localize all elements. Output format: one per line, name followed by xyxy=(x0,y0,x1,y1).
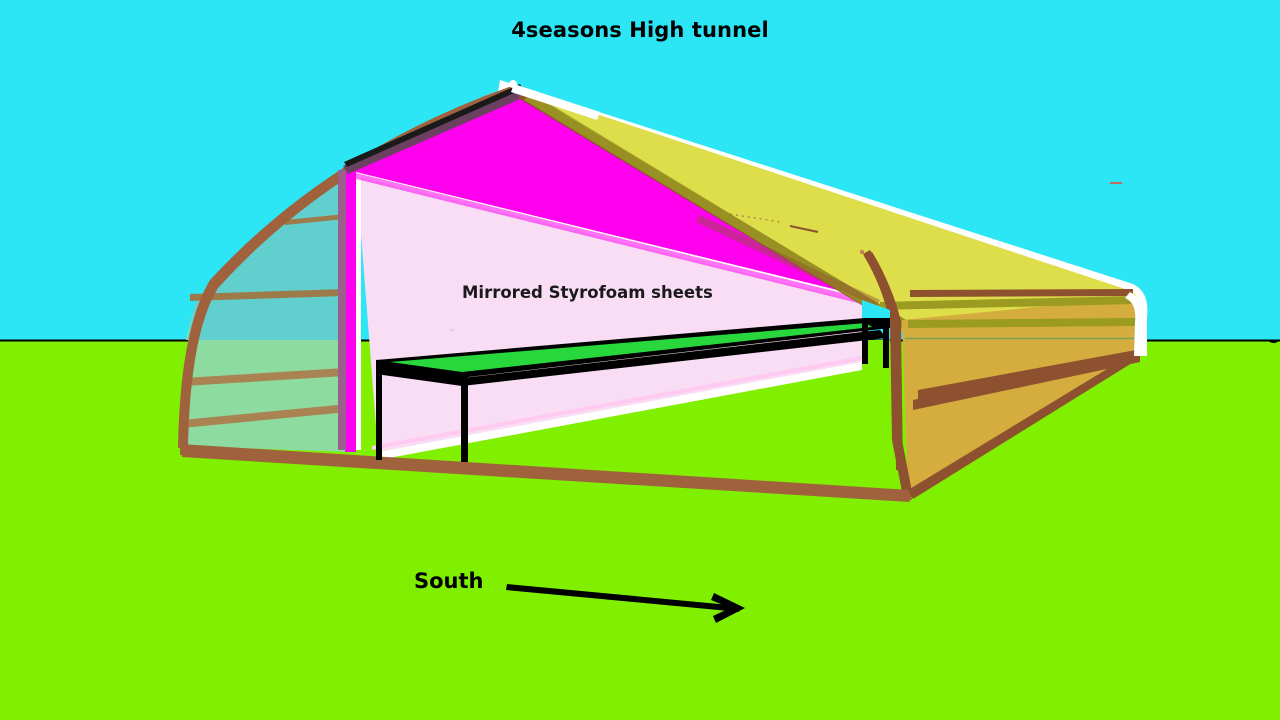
bench-top-surface xyxy=(390,323,872,372)
rafter-ridge-right-olive xyxy=(524,92,912,331)
ridge-beam-left xyxy=(343,88,527,174)
ceiling-bottom-edge xyxy=(352,172,862,304)
bench-leg-front-right xyxy=(461,376,468,462)
panel-left-edge-plum xyxy=(338,170,346,450)
direction-label-south: South xyxy=(414,569,484,593)
ridge-white-highlight xyxy=(511,84,600,120)
panel-bottom-pinkline xyxy=(372,356,862,450)
bench-leg-front-left xyxy=(376,362,382,460)
roof-purlin-3 xyxy=(696,215,880,307)
far-wall-diagonal-brace xyxy=(913,352,1140,410)
far-wall-white-outline xyxy=(1125,292,1144,356)
panel-left-edge-white xyxy=(356,172,361,450)
purlin-endwall-mid xyxy=(184,368,345,386)
purlin-endwall-top xyxy=(285,214,345,225)
apex-dot xyxy=(509,80,517,88)
roof-body xyxy=(518,88,1142,340)
stray-mark-ceiling xyxy=(729,213,781,223)
arrow-head xyxy=(711,593,745,623)
stray-dot-panel xyxy=(450,328,454,332)
purlin-endwall-upper xyxy=(190,289,345,301)
base-rail-2 xyxy=(182,446,910,502)
base-rail-far xyxy=(908,352,1140,499)
arch-rib-far-2 xyxy=(863,250,903,470)
stray-mark-roof xyxy=(789,225,819,233)
ridge-beam-left-black xyxy=(344,84,523,167)
stray-dot-horizon xyxy=(1268,340,1279,344)
purlin-endwall-low xyxy=(182,404,348,428)
page-title: 4seasons High tunnel xyxy=(511,18,769,42)
panel-left-edge-magenta xyxy=(345,168,356,452)
far-endwall-body xyxy=(902,298,1141,497)
panel-bottom-highlight xyxy=(378,362,862,460)
stray-dot-roof xyxy=(860,250,864,254)
roof-purlin-1 xyxy=(910,289,1133,297)
arrow-shaft xyxy=(506,584,740,612)
roof-purlin-2 xyxy=(880,296,1136,310)
ceiling-magenta-fill2 xyxy=(352,92,860,296)
styrofoam-panel-label: Mirrored Styrofoam sheets xyxy=(462,283,713,302)
bench-leg-back-right xyxy=(883,324,889,368)
bench-leg-back-left xyxy=(862,322,868,364)
bench-top-front-edge xyxy=(376,330,886,386)
far-wall-rail-top xyxy=(908,318,1138,328)
